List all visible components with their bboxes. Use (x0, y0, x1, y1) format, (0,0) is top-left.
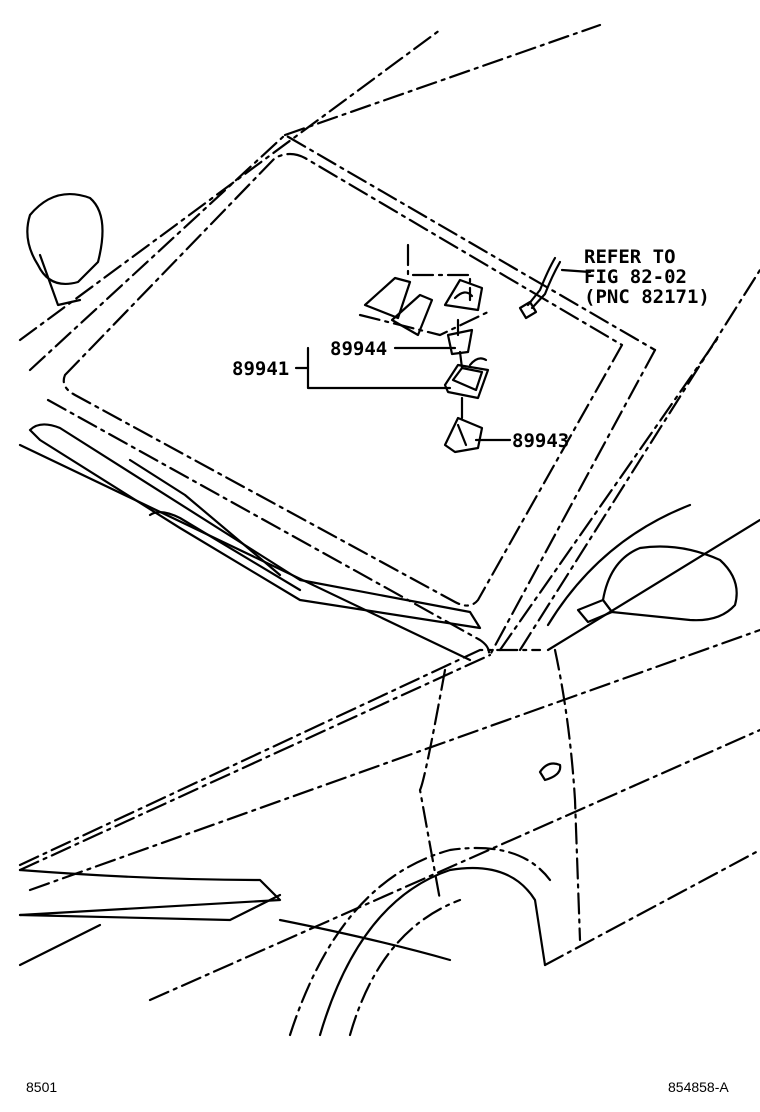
mirror-mount-area (358, 243, 490, 337)
hood-and-headlamp (18, 648, 542, 967)
footer-right-code: 854858-A (668, 1079, 729, 1095)
wire-harness (518, 256, 562, 320)
windshield-outer-frame (18, 23, 657, 657)
rain-sensor-bracket (443, 416, 484, 454)
part-number-89944[interactable]: 89944 (330, 338, 387, 360)
wiper-and-cowl (18, 423, 482, 662)
leader-lines (294, 268, 592, 442)
part-number-89941[interactable]: 89941 (232, 358, 289, 380)
refer-label-line1: REFER TO (584, 246, 676, 268)
alignment-lines (456, 318, 464, 420)
windshield-glass (46, 152, 624, 660)
left-side-mirror (26, 193, 104, 307)
body-panels (18, 268, 760, 1002)
wheel-arch (288, 846, 552, 1037)
rain-sensor-unit (443, 357, 490, 400)
refer-label-line3: (PNC 82171) (584, 286, 710, 308)
rain-sensor-cover (446, 328, 474, 356)
footer-left-code: 8501 (26, 1079, 57, 1095)
part-number-89943[interactable]: 89943 (512, 430, 569, 452)
refer-label-line2: FIG 82-02 (584, 266, 687, 288)
